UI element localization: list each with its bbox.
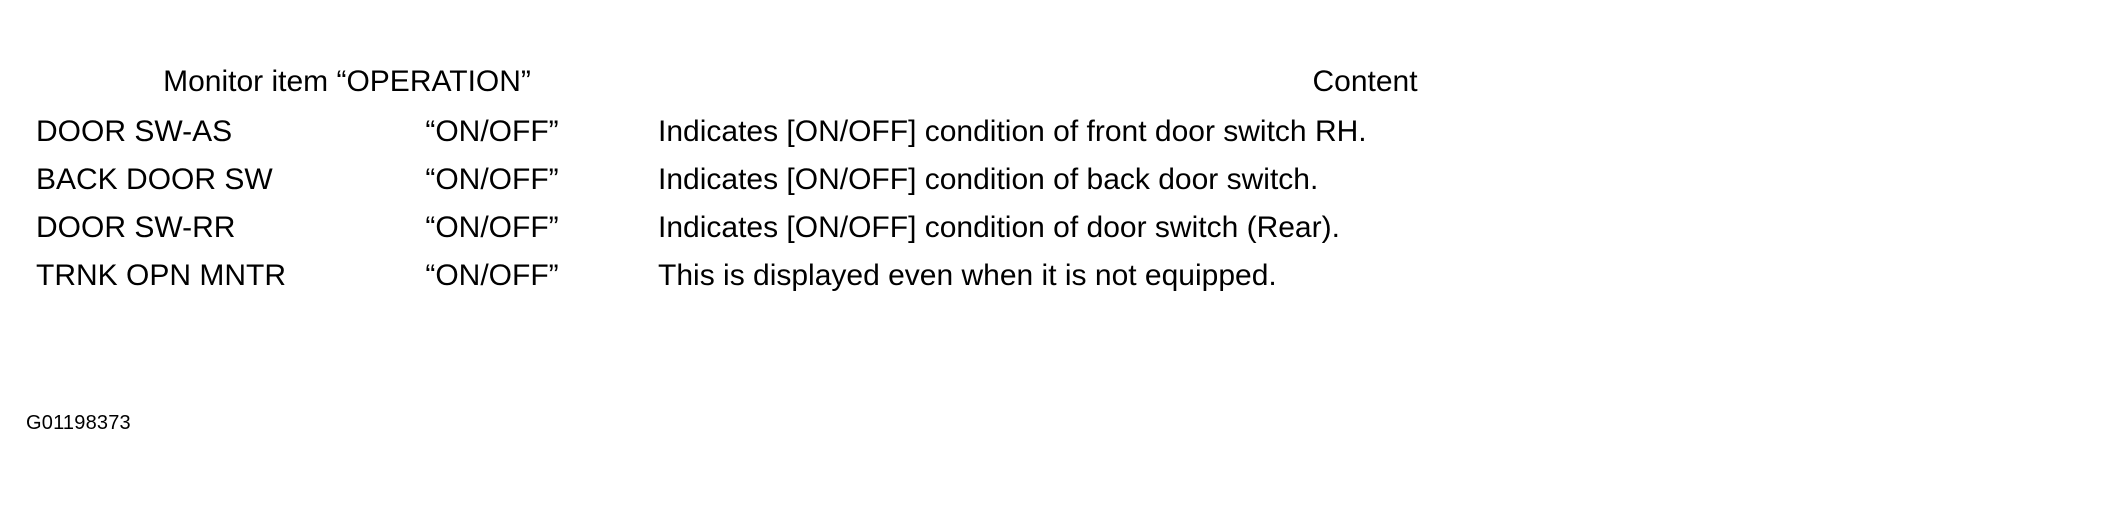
table-header-row: Monitor item “OPERATION” Content: [36, 55, 2072, 108]
table-row: DOOR SW-AS “ON/OFF” Indicates [ON/OFF] c…: [36, 108, 2072, 156]
cell-operation-value: “ON/OFF”: [425, 259, 559, 292]
cell-operation-value: “ON/OFF”: [425, 163, 559, 196]
table-row: TRNK OPN MNTR “ON/OFF” This is displayed…: [36, 252, 2072, 300]
cell-monitor-item: DOOR SW-RR: [36, 211, 236, 244]
cell-content-description: Indicates [ON/OFF] condition of door swi…: [658, 211, 1340, 244]
cell-content-description: Indicates [ON/OFF] condition of back doo…: [658, 163, 1319, 196]
cell-content-description: This is displayed even when it is not eq…: [658, 259, 1277, 292]
monitor-item-table-container: Monitor item “OPERATION” Content DOOR SW…: [36, 55, 2072, 300]
cell-operation-value: “ON/OFF”: [425, 211, 559, 244]
monitor-item-table: Monitor item “OPERATION” Content DOOR SW…: [36, 55, 2072, 300]
table-row: BACK DOOR SW “ON/OFF” Indicates [ON/OFF]…: [36, 156, 2072, 204]
cell-operation-value: “ON/OFF”: [425, 115, 559, 148]
cell-content-description: Indicates [ON/OFF] condition of front do…: [658, 115, 1367, 148]
figure-caption: G01198373: [26, 412, 131, 434]
column-header-monitor-item: Monitor item “OPERATION”: [163, 65, 531, 98]
cell-monitor-item: DOOR SW-AS: [36, 115, 233, 148]
column-header-content: Content: [1312, 65, 1418, 98]
table-row: DOOR SW-RR “ON/OFF” Indicates [ON/OFF] c…: [36, 204, 2072, 252]
cell-monitor-item: BACK DOOR SW: [36, 163, 273, 196]
table-header: Monitor item “OPERATION” Content: [36, 55, 2072, 108]
cell-monitor-item: TRNK OPN MNTR: [36, 259, 286, 292]
table-body: DOOR SW-AS “ON/OFF” Indicates [ON/OFF] c…: [36, 108, 2072, 300]
